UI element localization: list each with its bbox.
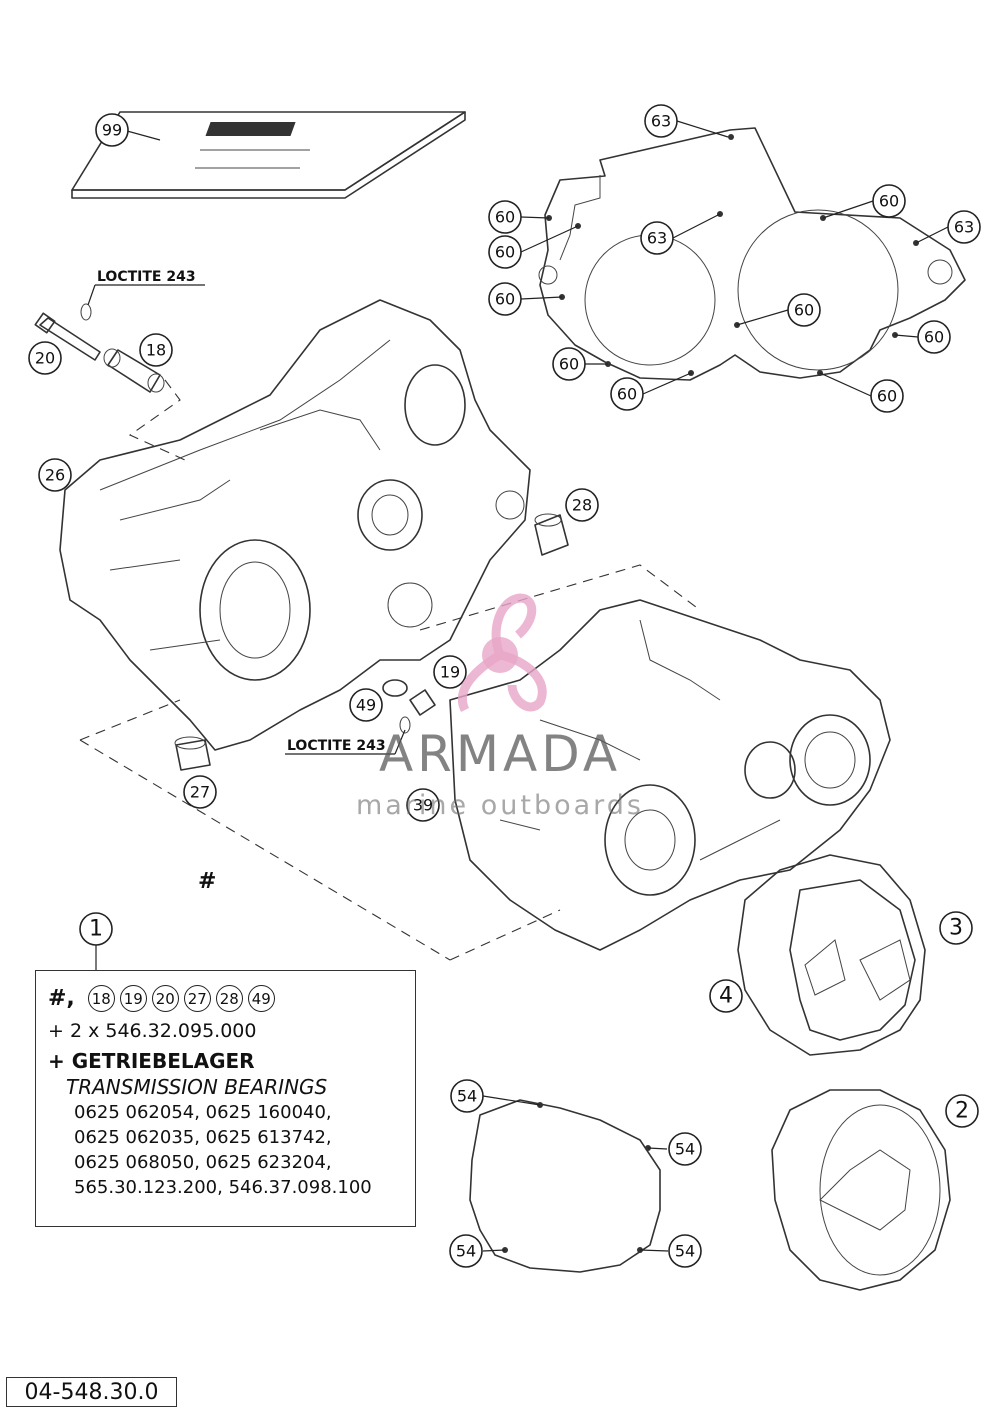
kit-plus-line: + 2 x 546.32.095.000	[48, 1020, 257, 1042]
callout-39: 39	[406, 788, 440, 822]
kit-ref-row: #, 18 19 20 27 28 49	[48, 985, 405, 1012]
callout-99: 99	[95, 113, 129, 147]
svg-text:4: 4	[719, 984, 733, 1009]
svg-text:60: 60	[877, 387, 897, 406]
svg-text:26: 26	[45, 466, 65, 485]
svg-text:28: 28	[572, 496, 592, 515]
callout-63-top: 63	[644, 104, 678, 138]
callout-18: 18	[139, 333, 173, 367]
callout-19: 19	[433, 655, 467, 689]
svg-text:63: 63	[647, 229, 667, 248]
kit-part-line: 0625 062035, 0625 613742,	[74, 1127, 332, 1148]
svg-text:60: 60	[924, 328, 944, 347]
callout-20: 20	[28, 341, 62, 375]
callout-54-2: 54	[668, 1132, 702, 1166]
svg-text:19: 19	[440, 663, 460, 682]
kit-title: + GETRIEBELAGER	[48, 1049, 255, 1073]
kit-hash-label: #,	[48, 985, 75, 1011]
callout-60-3: 60	[488, 282, 522, 316]
svg-text:60: 60	[617, 385, 637, 404]
callout-49: 49	[349, 688, 383, 722]
kit-ref-28: 28	[215, 985, 243, 1012]
svg-text:2: 2	[955, 1099, 969, 1124]
callout-60-4: 60	[872, 184, 906, 218]
svg-text:39: 39	[413, 796, 433, 815]
callout-60-7: 60	[552, 347, 586, 381]
clutch-cover	[771, 1089, 951, 1291]
svg-text:20: 20	[35, 349, 55, 368]
kit-ref-27: 27	[183, 985, 211, 1012]
callout-54-1: 54	[450, 1079, 484, 1113]
callout-60-5: 60	[787, 293, 821, 327]
svg-text:63: 63	[651, 112, 671, 131]
svg-text:54: 54	[457, 1087, 477, 1106]
kit-part-line: 0625 062054, 0625 160040,	[74, 1102, 332, 1123]
kit-part-line: 0625 068050, 0625 623204,	[74, 1152, 332, 1173]
clutch-cover-gasket	[538, 127, 966, 381]
leader-lines	[87, 120, 949, 1252]
loctite-label-top: LOCTITE 243	[97, 269, 196, 285]
callout-28: 28	[565, 488, 599, 522]
callout-60-2: 60	[488, 235, 522, 269]
kit-contents-box: #, 18 19 20 27 28 49 + 2 x 546.32.095.00…	[35, 970, 416, 1227]
callout-54-3: 54	[449, 1234, 483, 1268]
kit-subtitle: TRANSMISSION BEARINGS	[66, 1075, 328, 1099]
assembly-hash-mark: #	[198, 869, 216, 894]
svg-text:60: 60	[495, 290, 515, 309]
manual-booklet	[71, 111, 466, 199]
callout-3: 3	[939, 911, 973, 945]
kit-ref-19: 19	[119, 985, 147, 1012]
svg-text:54: 54	[456, 1242, 476, 1261]
callout-26: 26	[38, 458, 72, 492]
kit-part-line: 565.30.123.200, 546.37.098.100	[74, 1177, 372, 1198]
callout-4: 4	[709, 979, 743, 1013]
document-number: 04-548.30.0	[6, 1377, 177, 1407]
callout-60-8: 60	[610, 377, 644, 411]
kit-ref-49: 49	[247, 985, 275, 1012]
callout-54-4: 54	[668, 1234, 702, 1268]
svg-text:1: 1	[89, 917, 103, 942]
callout-2: 2	[945, 1094, 979, 1128]
svg-text:99: 99	[102, 121, 122, 140]
svg-text:27: 27	[190, 783, 210, 802]
svg-text:60: 60	[879, 192, 899, 211]
callout-27: 27	[183, 775, 217, 809]
svg-text:60: 60	[495, 243, 515, 262]
svg-text:60: 60	[495, 208, 515, 227]
callout-1: 1	[79, 912, 113, 946]
svg-text:54: 54	[675, 1242, 695, 1261]
svg-text:60: 60	[794, 301, 814, 320]
kit-ref-20: 20	[151, 985, 179, 1012]
small-parts	[174, 513, 569, 771]
ignition-cover-and-gasket	[737, 854, 926, 1056]
callout-60-6: 60	[917, 320, 951, 354]
callout-63-mid: 63	[640, 221, 674, 255]
kit-ref-18: 18	[87, 985, 115, 1012]
bolt-and-sleeve	[34, 303, 165, 393]
svg-text:49: 49	[356, 696, 376, 715]
right-crankcase-half	[449, 599, 891, 951]
svg-text:18: 18	[146, 341, 166, 360]
svg-text:54: 54	[675, 1140, 695, 1159]
svg-text:3: 3	[949, 916, 963, 941]
left-crankcase-half	[59, 299, 531, 751]
callout-60-1: 60	[488, 200, 522, 234]
loctite-label-mid: LOCTITE 243	[287, 738, 386, 754]
svg-text:60: 60	[559, 355, 579, 374]
assembly-guides	[79, 379, 701, 961]
callout-60-9: 60	[870, 379, 904, 413]
water-pump-gasket	[469, 1099, 661, 1273]
callout-63-right: 63	[947, 210, 981, 244]
svg-text:63: 63	[954, 218, 974, 237]
